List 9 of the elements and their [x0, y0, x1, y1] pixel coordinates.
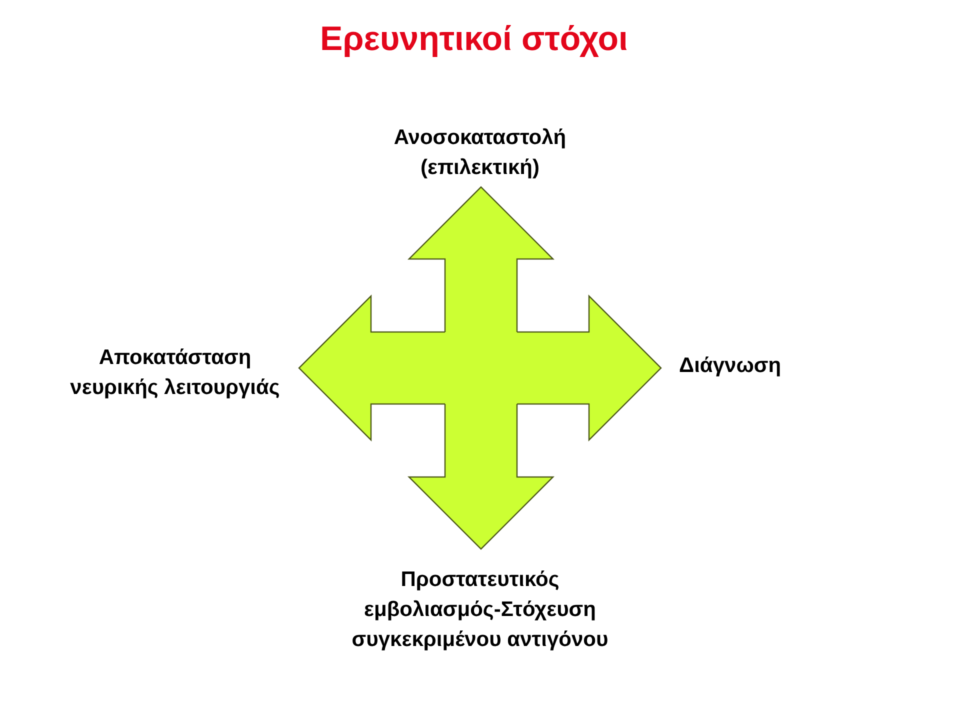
block-arrow [408, 186, 554, 405]
title: Ερευνητικοί στόχοι [319, 19, 629, 59]
block-arrow [516, 294, 662, 442]
block-arrow [408, 403, 554, 550]
goal-label: Διάγνωση [661, 351, 821, 381]
goal-label: Αποκατάσταση νευρικής λειτουργιάς [63, 343, 299, 403]
goal-label: Προστατευτικός εμβολιασμός-Στόχευση συγκεκριμένου αντιγόνου [320, 549, 640, 655]
block-arrow [298, 294, 446, 442]
goal-label: Ανοσοκαταστολή (επιλεκτική) [365, 123, 595, 187]
